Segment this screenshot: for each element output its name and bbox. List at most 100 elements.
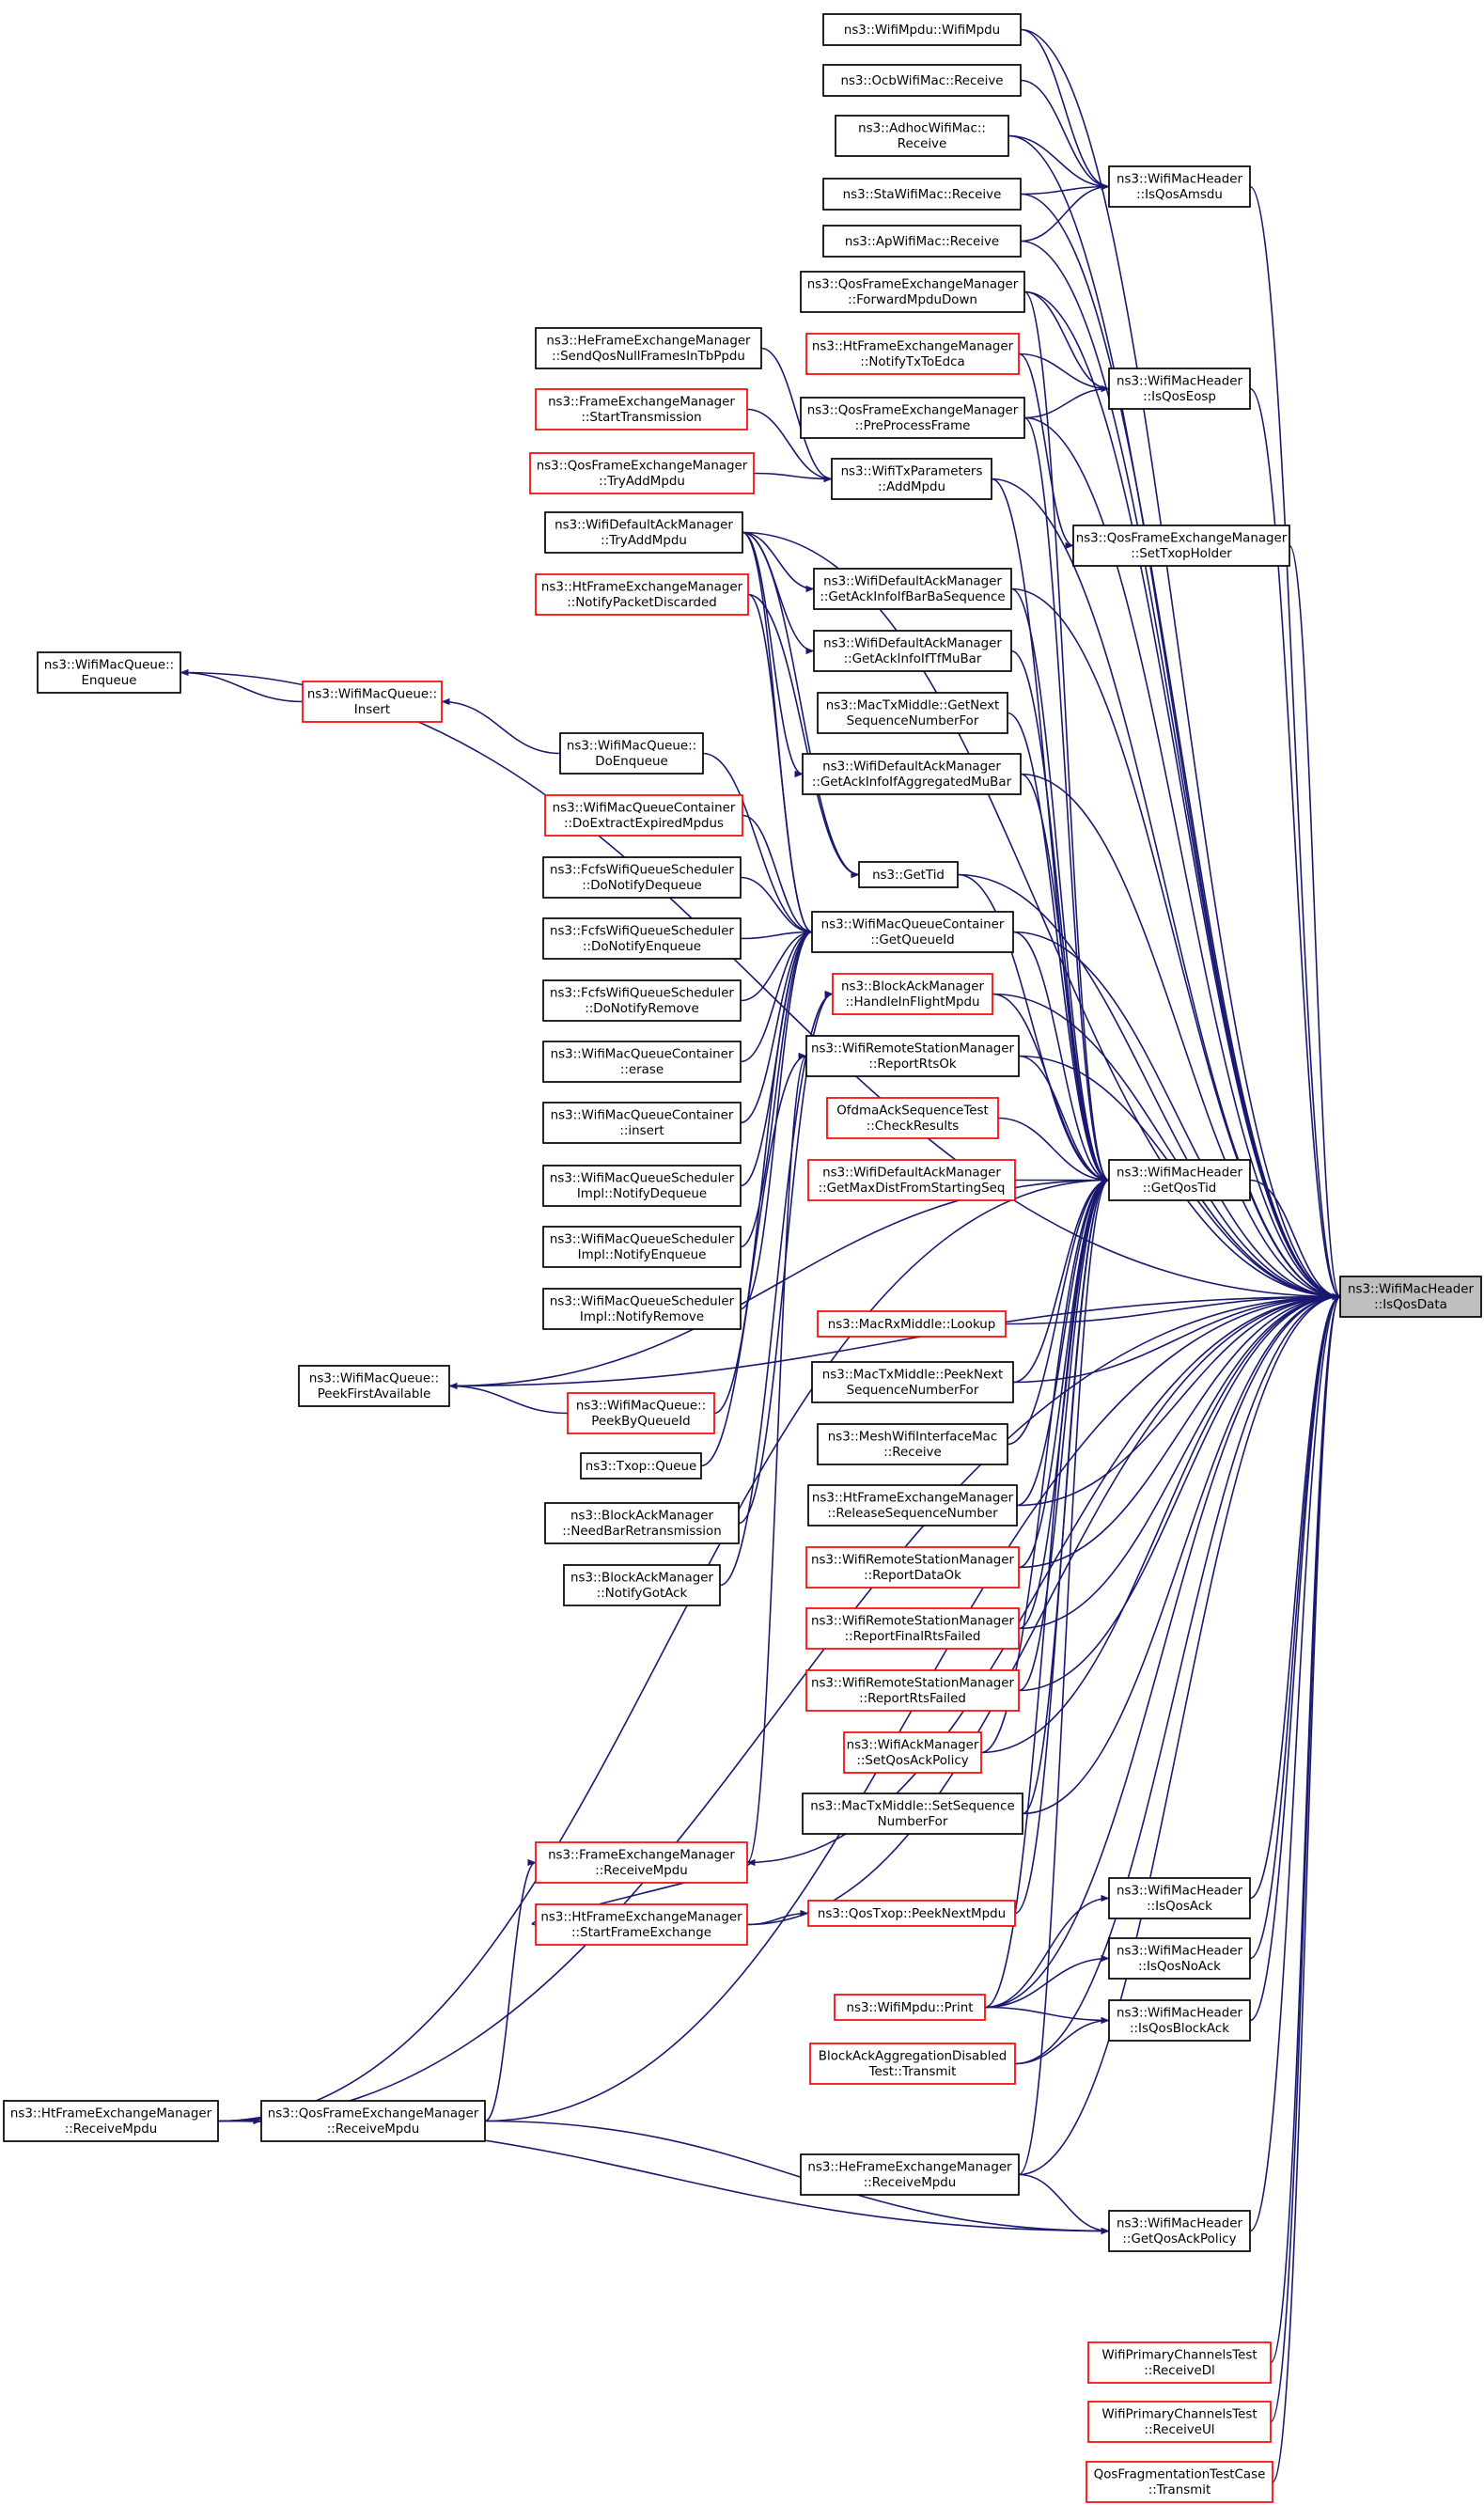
node-mac-tx-peek-next[interactable]: ns3::MacTxMiddle::PeekNextSequenceNumber… bbox=[811, 1361, 1014, 1403]
node-mesh-receive[interactable]: ns3::MeshWifiInterfaceMac::Receive bbox=[817, 1423, 1008, 1465]
node-label-line: ns3::QosFrameExchangeManager bbox=[537, 460, 748, 474]
node-label-line: ::GetAckInfoIfAggregatedMuBar bbox=[812, 775, 1012, 790]
node-box bbox=[544, 794, 743, 837]
node-ht-notify-tx[interactable]: ns3::HtFrameExchangeManager::NotifyTxToE… bbox=[805, 333, 1020, 375]
node-ofdma-check[interactable]: OfdmaAckSequenceTest::CheckResults bbox=[826, 1097, 999, 1139]
node-mac-tx-get-next[interactable]: ns3::MacTxMiddle::GetNextSequenceNumberF… bbox=[817, 692, 1008, 734]
node-box bbox=[542, 856, 742, 899]
node-wpct-receive-ul[interactable]: WifiPrimaryChannelsTest::ReceiveUl bbox=[1087, 2401, 1272, 2443]
node-wrsm-final-rts[interactable]: ns3::WifiRemoteStationManager::ReportFin… bbox=[805, 1607, 1020, 1650]
node-queue-peek-by-id[interactable]: ns3::WifiMacQueue::PeekByQueueId bbox=[567, 1392, 715, 1434]
node-adhoc-receive[interactable]: ns3::AdhocWifiMac::Receive bbox=[835, 115, 1009, 157]
node-bam-handle-in-flight[interactable]: ns3::BlockAckManager::HandleInFlightMpdu bbox=[832, 973, 993, 1015]
node-qf-transmit[interactable]: QosFragmentationTestCase::Transmit bbox=[1086, 2461, 1273, 2503]
node-wdam-max-dist[interactable]: ns3::WifiDefaultAckManager::GetMaxDistFr… bbox=[807, 1159, 1016, 1201]
node-box bbox=[567, 1392, 715, 1434]
node-ht-receive-mpdu[interactable]: ns3::HtFrameExchangeManager::ReceiveMpdu bbox=[3, 2100, 219, 2142]
node-wpct-receive-dl[interactable]: WifiPrimaryChannelsTest::ReceiveDl bbox=[1087, 2341, 1272, 2384]
node-qc-get-queue-id[interactable]: ns3::WifiMacQueueContainer::GetQueueId bbox=[811, 911, 1014, 953]
node-wrsm-report-data[interactable]: ns3::WifiRemoteStationManager::ReportDat… bbox=[805, 1546, 1020, 1589]
node-qc-do-extract[interactable]: ns3::WifiMacQueueContainer::DoExtractExp… bbox=[544, 794, 743, 837]
node-tx-params-add[interactable]: ns3::WifiTxParameters::AddMpdu bbox=[831, 458, 992, 500]
node-qfem-try-add[interactable]: ns3::QosFrameExchangeManager::TryAddMpdu bbox=[529, 452, 755, 494]
node-label-line: ::ReceiveMpdu bbox=[327, 2122, 420, 2137]
node-qc-erase[interactable]: ns3::WifiMacQueueContainer::erase bbox=[542, 1041, 742, 1083]
node-txop-queue[interactable]: ns3::Txop::Queue bbox=[580, 1452, 702, 1480]
node-label-line: ns3::WifiDefaultAckManager bbox=[823, 575, 1002, 589]
node-box bbox=[805, 1546, 1020, 1589]
node-wam-set-qos-ack[interactable]: ns3::WifiAckManager::SetQosAckPolicy bbox=[843, 1731, 982, 1774]
node-he-receive-mpdu[interactable]: ns3::HeFrameExchangeManager::ReceiveMpdu bbox=[800, 2153, 1020, 2196]
node-hfem-send-qos-null[interactable]: ns3::HeFrameExchangeManager::SendQosNull… bbox=[535, 327, 762, 369]
node-box bbox=[535, 1841, 748, 1884]
node-qfem-forward[interactable]: ns3::QosFrameExchangeManager::ForwardMpd… bbox=[800, 271, 1025, 313]
node-box bbox=[805, 1607, 1020, 1650]
node-qsi-deq[interactable]: ns3::WifiMacQueueSchedulerImpl::NotifyDe… bbox=[542, 1165, 742, 1207]
node-qos-txop-peek[interactable]: ns3::QosTxop::PeekNextMpdu bbox=[807, 1900, 1016, 1927]
node-bam-need-bar[interactable]: ns3::BlockAckManager::NeedBarRetransmiss… bbox=[544, 1502, 740, 1544]
node-wrsm-report-rts[interactable]: ns3::WifiRemoteStationManager::ReportRts… bbox=[805, 1035, 1020, 1077]
node-label-line: ns3::WifiDefaultAckManager bbox=[823, 637, 1002, 651]
edge-qfem-forward-to-get-qos-tid bbox=[1023, 290, 1110, 1183]
node-qc-insert[interactable]: ns3::WifiMacQueueContainer::insert bbox=[542, 1102, 742, 1144]
node-label-line: PeekByQueueId bbox=[591, 1415, 690, 1429]
node-wdam-try-add[interactable]: ns3::WifiDefaultAckManager::TryAddMpdu bbox=[544, 511, 743, 554]
node-label-line: ns3::WifiRemoteStationManager bbox=[811, 1042, 1015, 1057]
node-wdam-tf-mu[interactable]: ns3::WifiDefaultAckManager::GetAckInfoIf… bbox=[813, 630, 1012, 672]
node-wdam-bar-ba[interactable]: ns3::WifiDefaultAckManager::GetAckInfoIf… bbox=[813, 568, 1012, 610]
node-fcfs-enq[interactable]: ns3::FcfsWifiQueueScheduler::DoNotifyEnq… bbox=[542, 917, 742, 960]
node-queue-peek-first[interactable]: ns3::WifiMacQueue::PeekFirstAvailable bbox=[298, 1365, 450, 1407]
node-box bbox=[835, 115, 1009, 157]
node-is-qos-ack[interactable]: ns3::WifiMacHeader::IsQosAck bbox=[1108, 1877, 1251, 1919]
node-qfem-receive-mpdu[interactable]: ns3::QosFrameExchangeManager::ReceiveMpd… bbox=[260, 2100, 486, 2142]
node-queue-enqueue[interactable]: ns3::WifiMacQueue::Enqueue bbox=[37, 651, 181, 694]
node-label-line: ::IsQosEosp bbox=[1143, 390, 1216, 404]
node-label-line: ns3::GetTid bbox=[872, 869, 945, 883]
node-label-line: ::GetQueueId bbox=[870, 933, 954, 947]
node-ocb-receive[interactable]: ns3::OcbWifiMac::Receive bbox=[822, 64, 1022, 97]
node-queue-do-enqueue[interactable]: ns3::WifiMacQueue::DoEnqueue bbox=[559, 732, 704, 775]
node-label-line: ns3::WifiMacHeader bbox=[1117, 375, 1242, 389]
node-is-qos-eosp[interactable]: ns3::WifiMacHeader::IsQosEosp bbox=[1108, 368, 1251, 410]
node-wifi-mpdu-ctor[interactable]: ns3::WifiMpdu::WifiMpdu bbox=[822, 13, 1022, 46]
node-label-line: ns3::WifiMacQueueContainer bbox=[821, 918, 1005, 932]
node-ht-release-seq[interactable]: ns3::HtFrameExchangeManager::ReleaseSequ… bbox=[807, 1484, 1018, 1526]
node-ba-agg-test[interactable]: BlockAckAggregationDisabledTest::Transmi… bbox=[809, 2043, 1016, 2085]
node-label-line: ns3::WifiMpdu::Print bbox=[847, 2001, 974, 2015]
node-is-qos-block-ack[interactable]: ns3::WifiMacHeader::IsQosBlockAck bbox=[1108, 1999, 1251, 2042]
node-mac-rx-lookup[interactable]: ns3::MacRxMiddle::Lookup bbox=[817, 1310, 1007, 1338]
node-wdam-agg-mu[interactable]: ns3::WifiDefaultAckManager::GetAckInfoIf… bbox=[802, 753, 1022, 795]
node-fem-start-tx[interactable]: ns3::FrameExchangeManager::StartTransmis… bbox=[535, 388, 748, 431]
node-qfem-pre-process[interactable]: ns3::QosFrameExchangeManager::PreProcess… bbox=[800, 397, 1025, 439]
node-box bbox=[563, 1564, 721, 1606]
node-label-line: ns3::MacTxMiddle::PeekNext bbox=[822, 1369, 1004, 1383]
node-label-line: ns3::WifiMacQueueScheduler bbox=[550, 1295, 735, 1309]
node-is-qos-data[interactable]: ns3::WifiMacHeader::IsQosData bbox=[1339, 1276, 1482, 1318]
node-wifi-mpdu-print[interactable]: ns3::WifiMpdu::Print bbox=[834, 1994, 986, 2021]
node-get-qos-ack-policy[interactable]: ns3::WifiMacHeader::GetQosAckPolicy bbox=[1108, 2210, 1251, 2252]
node-ht-notify-pkt-disc[interactable]: ns3::HtFrameExchangeManager::NotifyPacke… bbox=[535, 573, 749, 616]
node-is-qos-amsdu[interactable]: ns3::WifiMacHeader::IsQosAmsdu bbox=[1108, 165, 1251, 208]
node-qsi-enq[interactable]: ns3::WifiMacQueueSchedulerImpl::NotifyEn… bbox=[542, 1226, 742, 1268]
node-get-qos-tid[interactable]: ns3::WifiMacHeader::GetQosTid bbox=[1108, 1159, 1251, 1201]
node-wrsm-rts-failed[interactable]: ns3::WifiRemoteStationManager::ReportRts… bbox=[805, 1669, 1020, 1712]
node-fcfs-rem[interactable]: ns3::FcfsWifiQueueScheduler::DoNotifyRem… bbox=[542, 979, 742, 1022]
node-qfem-set-txop[interactable]: ns3::QosFrameExchangeManager::SetTxopHol… bbox=[1072, 524, 1290, 567]
node-fcfs-deq[interactable]: ns3::FcfsWifiQueueScheduler::DoNotifyDeq… bbox=[542, 856, 742, 899]
node-sta-receive[interactable]: ns3::StaWifiMac::Receive bbox=[822, 178, 1022, 211]
node-is-qos-no-ack[interactable]: ns3::WifiMacHeader::IsQosNoAck bbox=[1108, 1937, 1251, 1980]
edge-ht-notify-tx-to-is-qos-eosp bbox=[1018, 352, 1110, 393]
node-fem-receive-mpdu[interactable]: ns3::FrameExchangeManager::ReceiveMpdu bbox=[535, 1841, 748, 1884]
node-label-line: ::SetTxopHolder bbox=[1131, 547, 1232, 561]
node-bam-notify-got-ack[interactable]: ns3::BlockAckManager::NotifyGotAck bbox=[563, 1564, 721, 1606]
node-get-tid[interactable]: ns3::GetTid bbox=[858, 861, 959, 888]
node-box bbox=[813, 630, 1012, 672]
edge-qc-get-queue-id-to-get-qos-tid bbox=[1012, 931, 1110, 1184]
node-ap-receive[interactable]: ns3::ApWifiMac::Receive bbox=[822, 225, 1022, 258]
node-box bbox=[1086, 2461, 1273, 2503]
node-qsi-rem[interactable]: ns3::WifiMacQueueSchedulerImpl::NotifyRe… bbox=[542, 1288, 742, 1330]
node-ht-start-fe[interactable]: ns3::HtFrameExchangeManager::StartFrameE… bbox=[535, 1903, 748, 1946]
node-queue-insert[interactable]: ns3::WifiMacQueue::Insert bbox=[302, 681, 443, 723]
node-label-line: ::TryAddMpdu bbox=[599, 475, 685, 489]
